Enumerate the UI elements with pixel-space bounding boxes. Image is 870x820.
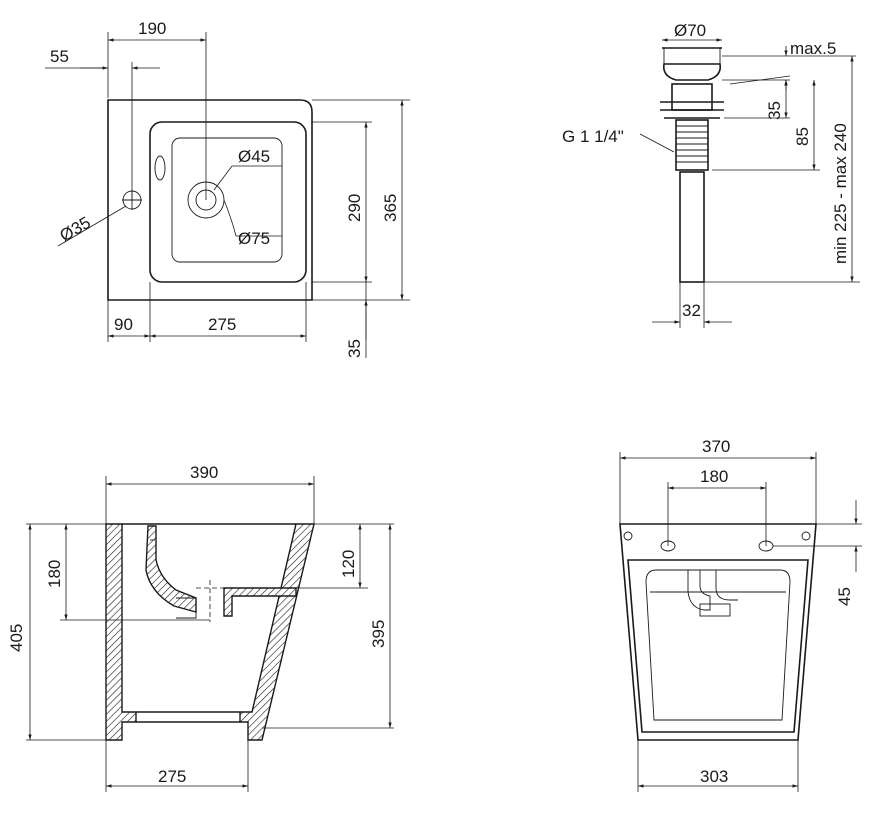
drain-view xyxy=(639,38,860,328)
back-view-outline xyxy=(619,523,817,741)
drain-thread xyxy=(675,119,709,171)
back-view-trap xyxy=(687,570,711,611)
top-view-bowl-outer xyxy=(149,121,307,283)
drain-thread-label: G 1 1/4" xyxy=(562,127,624,146)
drain-dim-max5: max.5 xyxy=(790,39,836,58)
top-view-outline xyxy=(107,99,313,301)
top-dim-55: 55 xyxy=(50,47,69,66)
top-dim-90: 90 xyxy=(114,315,133,334)
drain-body xyxy=(671,83,713,111)
back-view-inner-frame xyxy=(627,559,809,733)
side-view-left-wall xyxy=(105,523,137,741)
side-dim-180: 180 xyxy=(45,560,64,588)
side-dim-275: 275 xyxy=(158,767,186,786)
side-dim-395: 395 xyxy=(369,620,388,648)
side-dim-120: 120 xyxy=(339,550,358,578)
side-dim-390: 390 xyxy=(190,463,218,482)
top-dim-365: 365 xyxy=(381,194,400,222)
back-view xyxy=(619,452,862,792)
top-view xyxy=(45,32,410,358)
back-dim-370: 370 xyxy=(702,437,730,456)
drain-dim-85: 85 xyxy=(793,127,812,146)
top-dim-d75: Ø75 xyxy=(238,229,270,248)
top-view-bowl-inner xyxy=(171,137,283,263)
overflow-slot xyxy=(154,155,166,181)
top-dim-290: 290 xyxy=(345,194,364,222)
back-dim-303: 303 xyxy=(700,767,728,786)
drain-dim-range: min 225 - max 240 xyxy=(831,123,850,264)
top-dim-d35: Ø35 xyxy=(57,213,94,246)
side-view xyxy=(26,476,394,792)
side-dim-405: 405 xyxy=(7,624,26,652)
back-dim-180: 180 xyxy=(700,467,728,486)
side-view-right-wall xyxy=(239,523,315,741)
top-dim-275: 275 xyxy=(208,315,236,334)
dimension-labels: 190 55 Ø45 Ø35 Ø75 290 365 90 275 35 Ø70… xyxy=(7,19,854,786)
drain-dim-d70: Ø70 xyxy=(674,21,706,40)
top-dim-35-below: 35 xyxy=(345,339,364,358)
top-dim-d45: Ø45 xyxy=(238,147,270,166)
back-dim-45: 45 xyxy=(835,587,854,606)
side-view-bowl-section xyxy=(145,525,197,613)
drain-tailpipe xyxy=(679,171,705,283)
drain-cap xyxy=(662,63,722,81)
drain-dim-32: 32 xyxy=(682,301,701,320)
drain-dim-35: 35 xyxy=(765,101,784,120)
top-dim-190: 190 xyxy=(138,19,166,38)
